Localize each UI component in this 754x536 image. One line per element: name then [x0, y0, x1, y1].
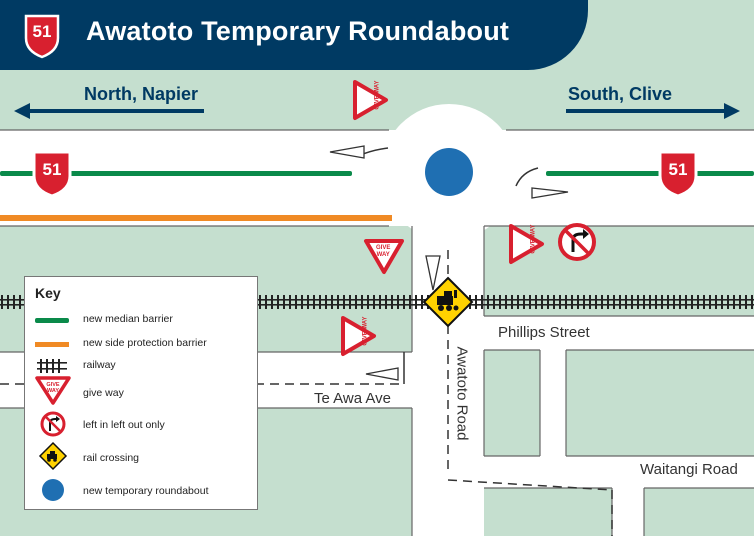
median-barrier-east [546, 171, 754, 176]
street-label-waitangi: Waitangi Road [640, 461, 738, 478]
give-way-text-north: GIVE WAY [374, 80, 381, 110]
key-title: Key [35, 285, 61, 301]
give-way-text-east: GIVE WAY [530, 224, 537, 254]
phillips-side-lane [540, 346, 566, 456]
temporary-roundabout [425, 148, 473, 196]
direction-south-label: South, Clive [568, 84, 673, 104]
street-label-phillips: Phillips Street [498, 324, 590, 341]
key-label-rail-crossing: rail crossing [83, 452, 140, 464]
page-title: Awatoto Temporary Roundabout [86, 16, 510, 46]
west-shield-number: 51 [42, 160, 62, 179]
no-right-turn-key-icon [40, 411, 66, 437]
key-label-give-way: give way [83, 387, 124, 399]
side-barrier-key-icon [35, 342, 69, 347]
svg-text:WAY: WAY [47, 388, 59, 394]
phillips-street-road [484, 316, 754, 350]
title-bar [0, 0, 588, 70]
side-protection-barrier [0, 215, 392, 221]
give-way-sign-south [341, 316, 376, 356]
title-route-shield-icon [24, 14, 60, 59]
east-shield-number: 51 [668, 160, 688, 179]
direction-north-label: North, Napier [84, 84, 199, 104]
railway-key-icon [37, 359, 67, 373]
title-shield-number: 51 [32, 22, 52, 41]
rail-crossing-sign [422, 276, 474, 328]
left-in-left-out-sign [558, 223, 596, 261]
main-road [0, 130, 754, 226]
key-label-left-in-left-out: left in left out only [83, 419, 165, 431]
map-key: Key new median barrier new side protecti… [24, 276, 258, 510]
street-label-te-awa: Te Awa Ave [314, 390, 392, 407]
key-label-roundabout: new temporary roundabout [83, 485, 209, 497]
median-barrier-west [0, 171, 352, 176]
give-way-sign-north [353, 80, 388, 120]
give-way-sign-east [509, 224, 544, 264]
give-way-key-icon: GIVE WAY [35, 376, 71, 405]
rail-crossing-key-icon [38, 441, 68, 471]
waitangi-road [484, 456, 754, 488]
arrow-south [566, 103, 740, 119]
waitangi-south-spur [612, 486, 644, 536]
street-label-awatoto: Awatoto Road [453, 346, 471, 441]
roundabout-key-icon [42, 479, 64, 501]
traffic-islands [329, 145, 569, 381]
median-barrier-key-icon [35, 318, 69, 323]
svg-text:GIVE: GIVE [46, 382, 59, 388]
key-label-side-barrier: new side protection barrier [83, 337, 207, 349]
key-label-railway: railway [83, 359, 116, 371]
give-way-sign-west [364, 239, 404, 274]
arrow-north [14, 103, 204, 119]
give-way-text-south: GIVE WAY [362, 316, 369, 346]
key-label-median-barrier: new median barrier [83, 313, 173, 325]
